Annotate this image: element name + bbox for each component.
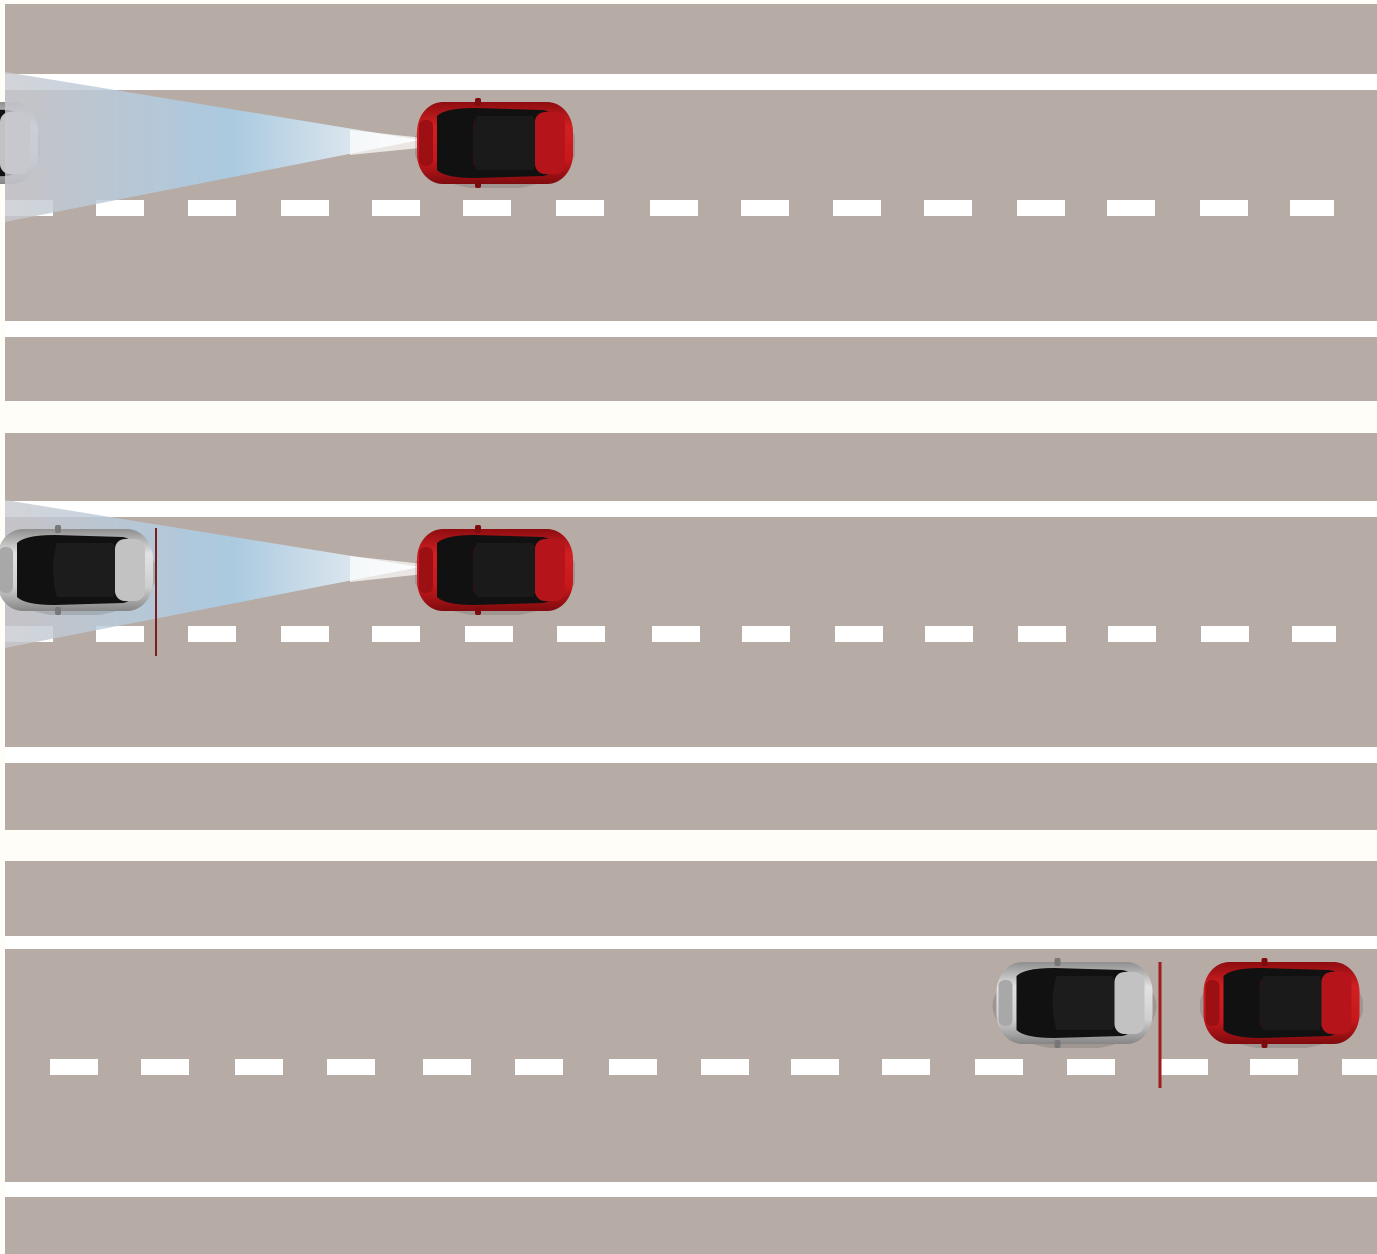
road-edge-line-top	[5, 74, 1377, 90]
silver-car	[0, 525, 157, 617]
road-edge-line-top	[5, 501, 1377, 517]
lane-divider-dashed	[5, 626, 1336, 642]
silver-car	[993, 958, 1157, 1050]
panel-3	[5, 861, 1377, 1254]
red-car	[1200, 958, 1364, 1050]
panel-2	[0, 433, 1377, 830]
panel-1	[0, 4, 1377, 401]
lane-divider-dashed	[5, 200, 1334, 216]
road-edge-line-bottom	[5, 747, 1377, 763]
red-car	[413, 525, 577, 617]
red-car	[413, 98, 577, 190]
lane-divider-dashed	[50, 1059, 1377, 1075]
road-edge-line-top	[5, 936, 1377, 949]
road-edge-line-bottom	[5, 1182, 1377, 1197]
road-edge-line-bottom	[5, 321, 1377, 337]
